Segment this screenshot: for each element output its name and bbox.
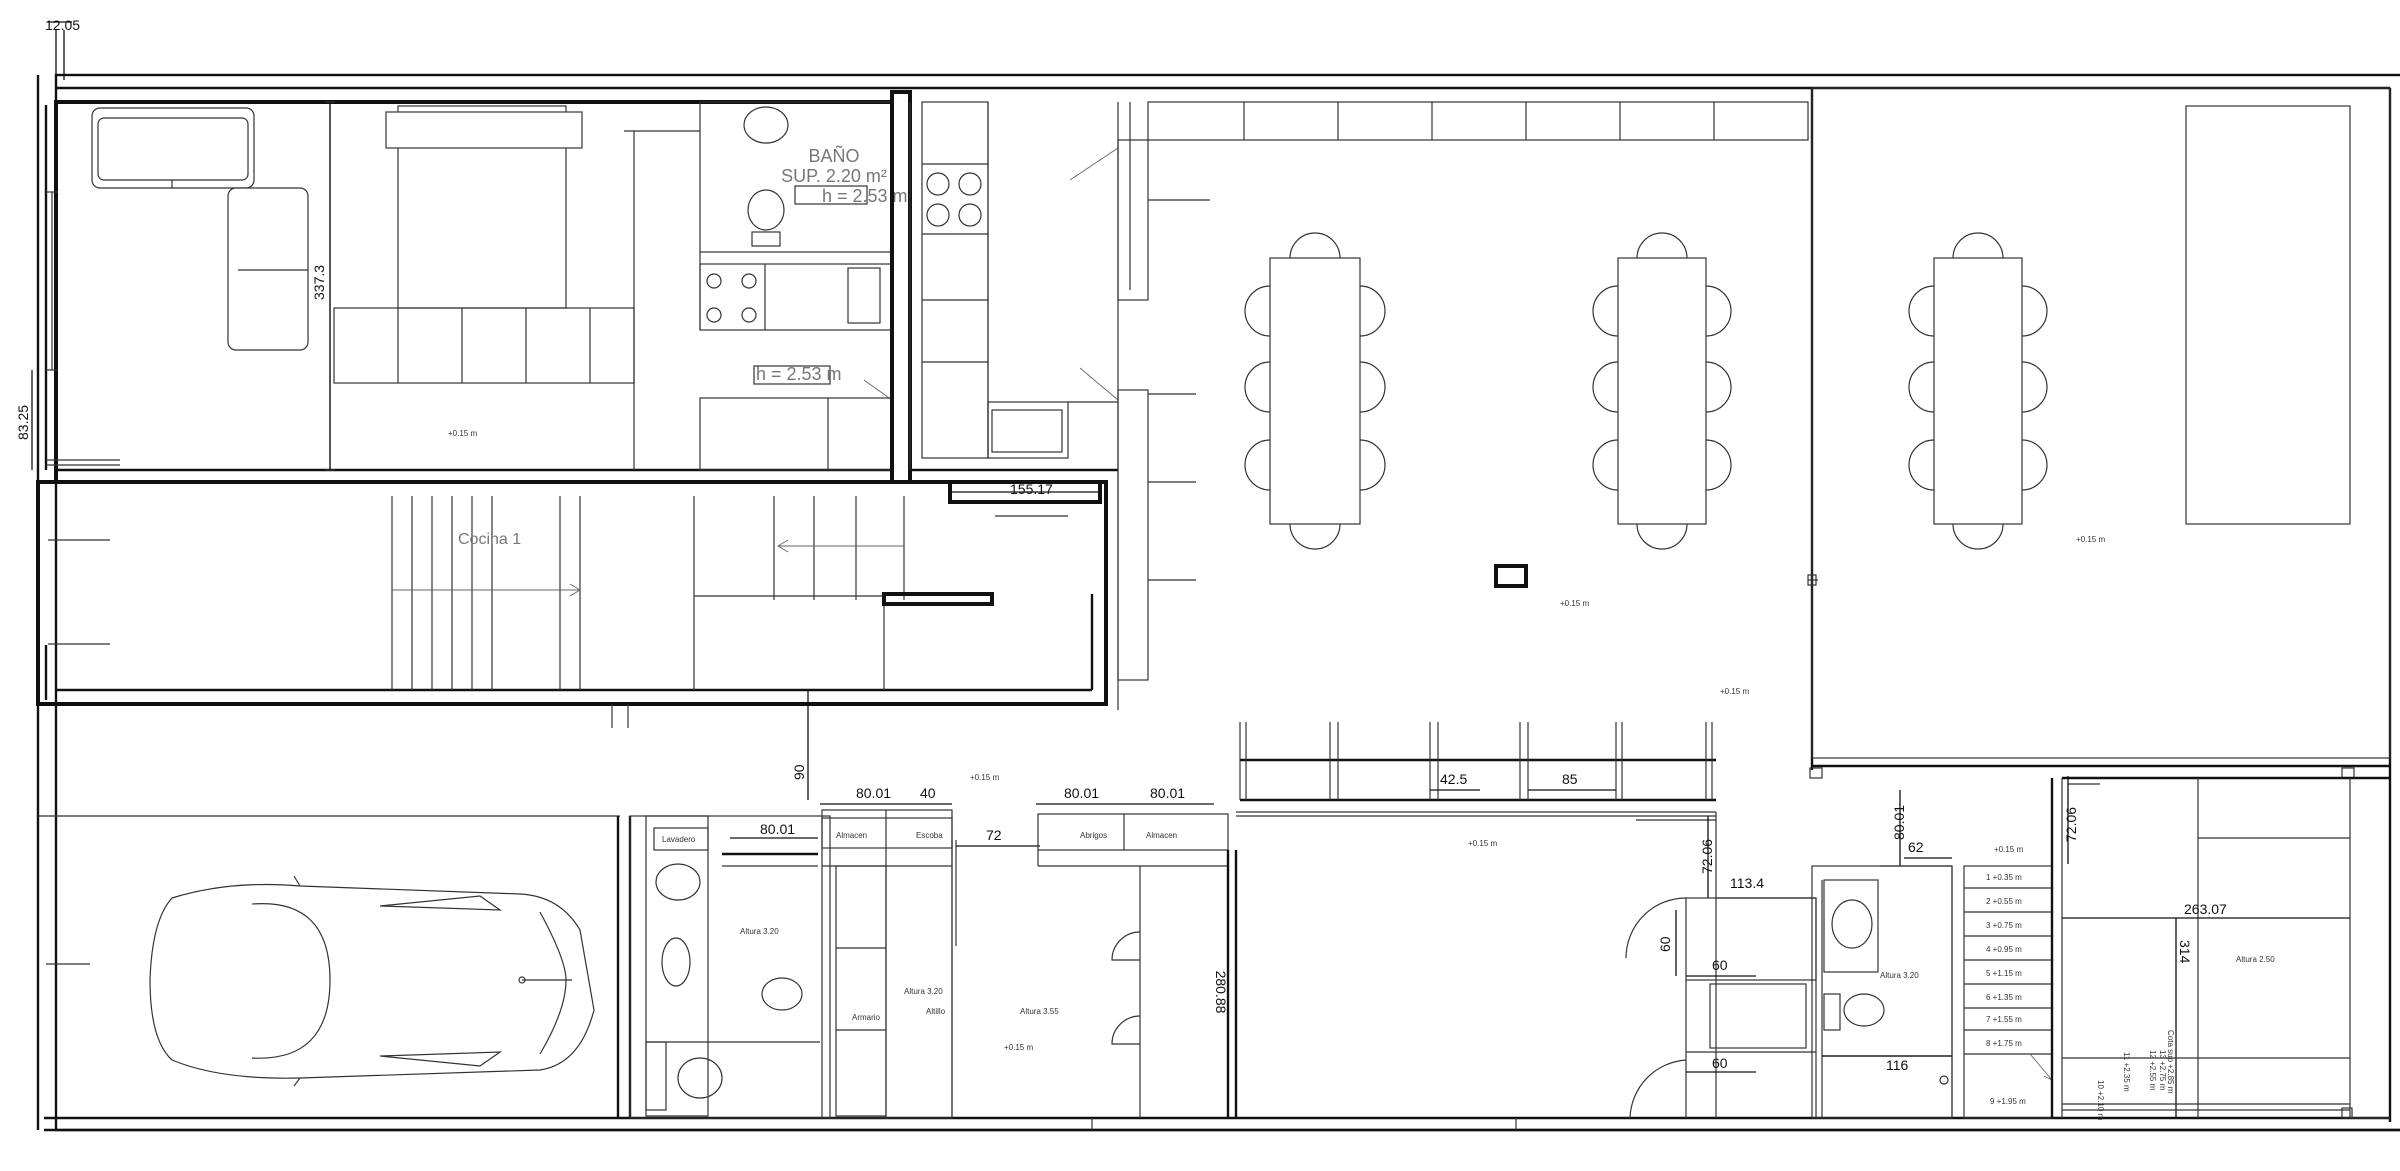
lavadero-label: Lavadero (662, 835, 696, 844)
dining-table-1 (1244, 232, 1386, 550)
dim-85: 85 (1562, 771, 1578, 787)
altura-bano2: Altura 3.20 (1880, 971, 1919, 980)
garage (38, 815, 632, 1118)
stair-6: 6 +1.35 m (1986, 993, 2022, 1002)
dim-314: 314 (2177, 940, 2193, 964)
kitchenette-height: h = 2.53 m (756, 364, 842, 384)
level-lower-hall: +0.15 m (1468, 839, 1497, 848)
dim-42: 42.5 (1440, 771, 1467, 787)
stair-9: 9 +1.95 m (1990, 1097, 2026, 1106)
dim-almacen2: 80.01 (1150, 785, 1185, 801)
service-rooms: Lavadero Altura 3.20 80.01 Almacen Escob… (629, 690, 1238, 1119)
level-terrace-mid: +0.15 m (1560, 599, 1589, 608)
stair-column: +0.15 m 1 +0.35 m 2 +0.55 m 3 +0.75 m 4 … (1963, 845, 2053, 1119)
almacen-label: Almacen (836, 831, 867, 840)
dim-left: 83.25 (15, 405, 31, 440)
almacen2-label: Almacen (1146, 831, 1177, 840)
altura-armario: Altura 3.20 (904, 987, 943, 996)
stair-top: Cota sup +2.85 m (2166, 1030, 2175, 1094)
dim-kitchen: 155.17 (1010, 481, 1053, 497)
dining-table-3 (1908, 232, 2048, 550)
dim-almacen: 80.01 (856, 785, 891, 801)
dim-72: 72 (986, 827, 1002, 843)
level-service-top: +0.15 m (970, 773, 999, 782)
dim-60b: 60 (1657, 936, 1673, 952)
stair-13: 13 +2.75 m (2158, 1050, 2167, 1091)
stair-3: 3 +0.75 m (1986, 921, 2022, 930)
terrace-divider: 42.5 85 +0.15 m (1236, 722, 1716, 848)
stair-12: 12 +2.55 m (2148, 1050, 2157, 1091)
stair-2: 2 +0.55 m (1986, 897, 2022, 906)
dim-90: 90 (791, 764, 807, 780)
dim-60c: 60 (1712, 1055, 1728, 1071)
level-terrace: +0.15 m (2076, 535, 2105, 544)
dim-lavadero: 80.01 (760, 821, 795, 837)
altura-250: Altura 2.50 (2236, 955, 2275, 964)
dim-escoba: 40 (920, 785, 936, 801)
dim-62: 62 (1908, 839, 1924, 855)
bano-name: BAÑO (808, 145, 859, 166)
dim-60a: 60 (1712, 957, 1728, 973)
dim-113: 113.4 (1730, 875, 1764, 891)
dim-top-left: 12.05 (45, 17, 80, 33)
car (149, 875, 595, 1087)
bano-surface: SUP. 2.20 m² (781, 166, 887, 186)
cocina-label: Cocina 1 (458, 531, 521, 548)
abrigos-label: Abrigos (1080, 831, 1107, 840)
altura-lavadero: Altura 3.20 (740, 927, 779, 936)
dim-72b: 72.06 (1699, 839, 1715, 874)
bano-height: h = 2.53 m (822, 186, 908, 206)
corridor: Cocina 1 (36, 480, 1108, 728)
level-bedroom: +0.15 m (448, 429, 477, 438)
dim-bedroom: 337.3 (311, 265, 327, 300)
dimensions: 12.05 83.25 337.3 (15, 17, 331, 470)
dim-263: 263.07 (2184, 901, 2227, 917)
dim-abrigos: 80.01 (1064, 785, 1099, 801)
kitchen-area: 155.17 (890, 90, 1210, 710)
dining-hall: +0.15 m +0.15 m (1147, 87, 2391, 779)
stair-8: 8 +1.75 m (1986, 1039, 2022, 1048)
level-hall: +0.15 m (1720, 687, 1749, 696)
dim-80b: 80.01 (1891, 805, 1907, 840)
stair-4: 4 +0.95 m (1986, 945, 2022, 954)
stair-1: 1 +0.35 m (1986, 873, 2022, 882)
stair-7: 7 +1.55 m (1986, 1015, 2022, 1024)
level-stairs: +0.15 m (1994, 845, 2023, 854)
stair-10: 10 +2.10 m (2096, 1080, 2105, 1121)
bedroom-area: BAÑO SUP. 2.20 m² h = 2.53 m h = 2.53 m … (46, 100, 908, 484)
stair-11: 11 +2.35 m (2122, 1052, 2131, 1092)
armario-label: Armario (852, 1013, 881, 1022)
altura-355: Altura 3.55 (1020, 1007, 1059, 1016)
dim-280: 280.88 (1213, 971, 1229, 1014)
altillo-label: Altillo (926, 1007, 946, 1016)
lower-right: 72.06 113.4 60 60 60 Altura 3.20 116 80.… (1091, 776, 2390, 1130)
stair-5: 5 +1.15 m (1986, 969, 2022, 978)
dining-table-2 (1592, 232, 1732, 550)
dim-72c: 72.06 (2063, 807, 2079, 842)
dim-116: 116 (1886, 1057, 1909, 1073)
escoba-label: Escoba (916, 831, 943, 840)
level-service: +0.15 m (1004, 1043, 1033, 1052)
